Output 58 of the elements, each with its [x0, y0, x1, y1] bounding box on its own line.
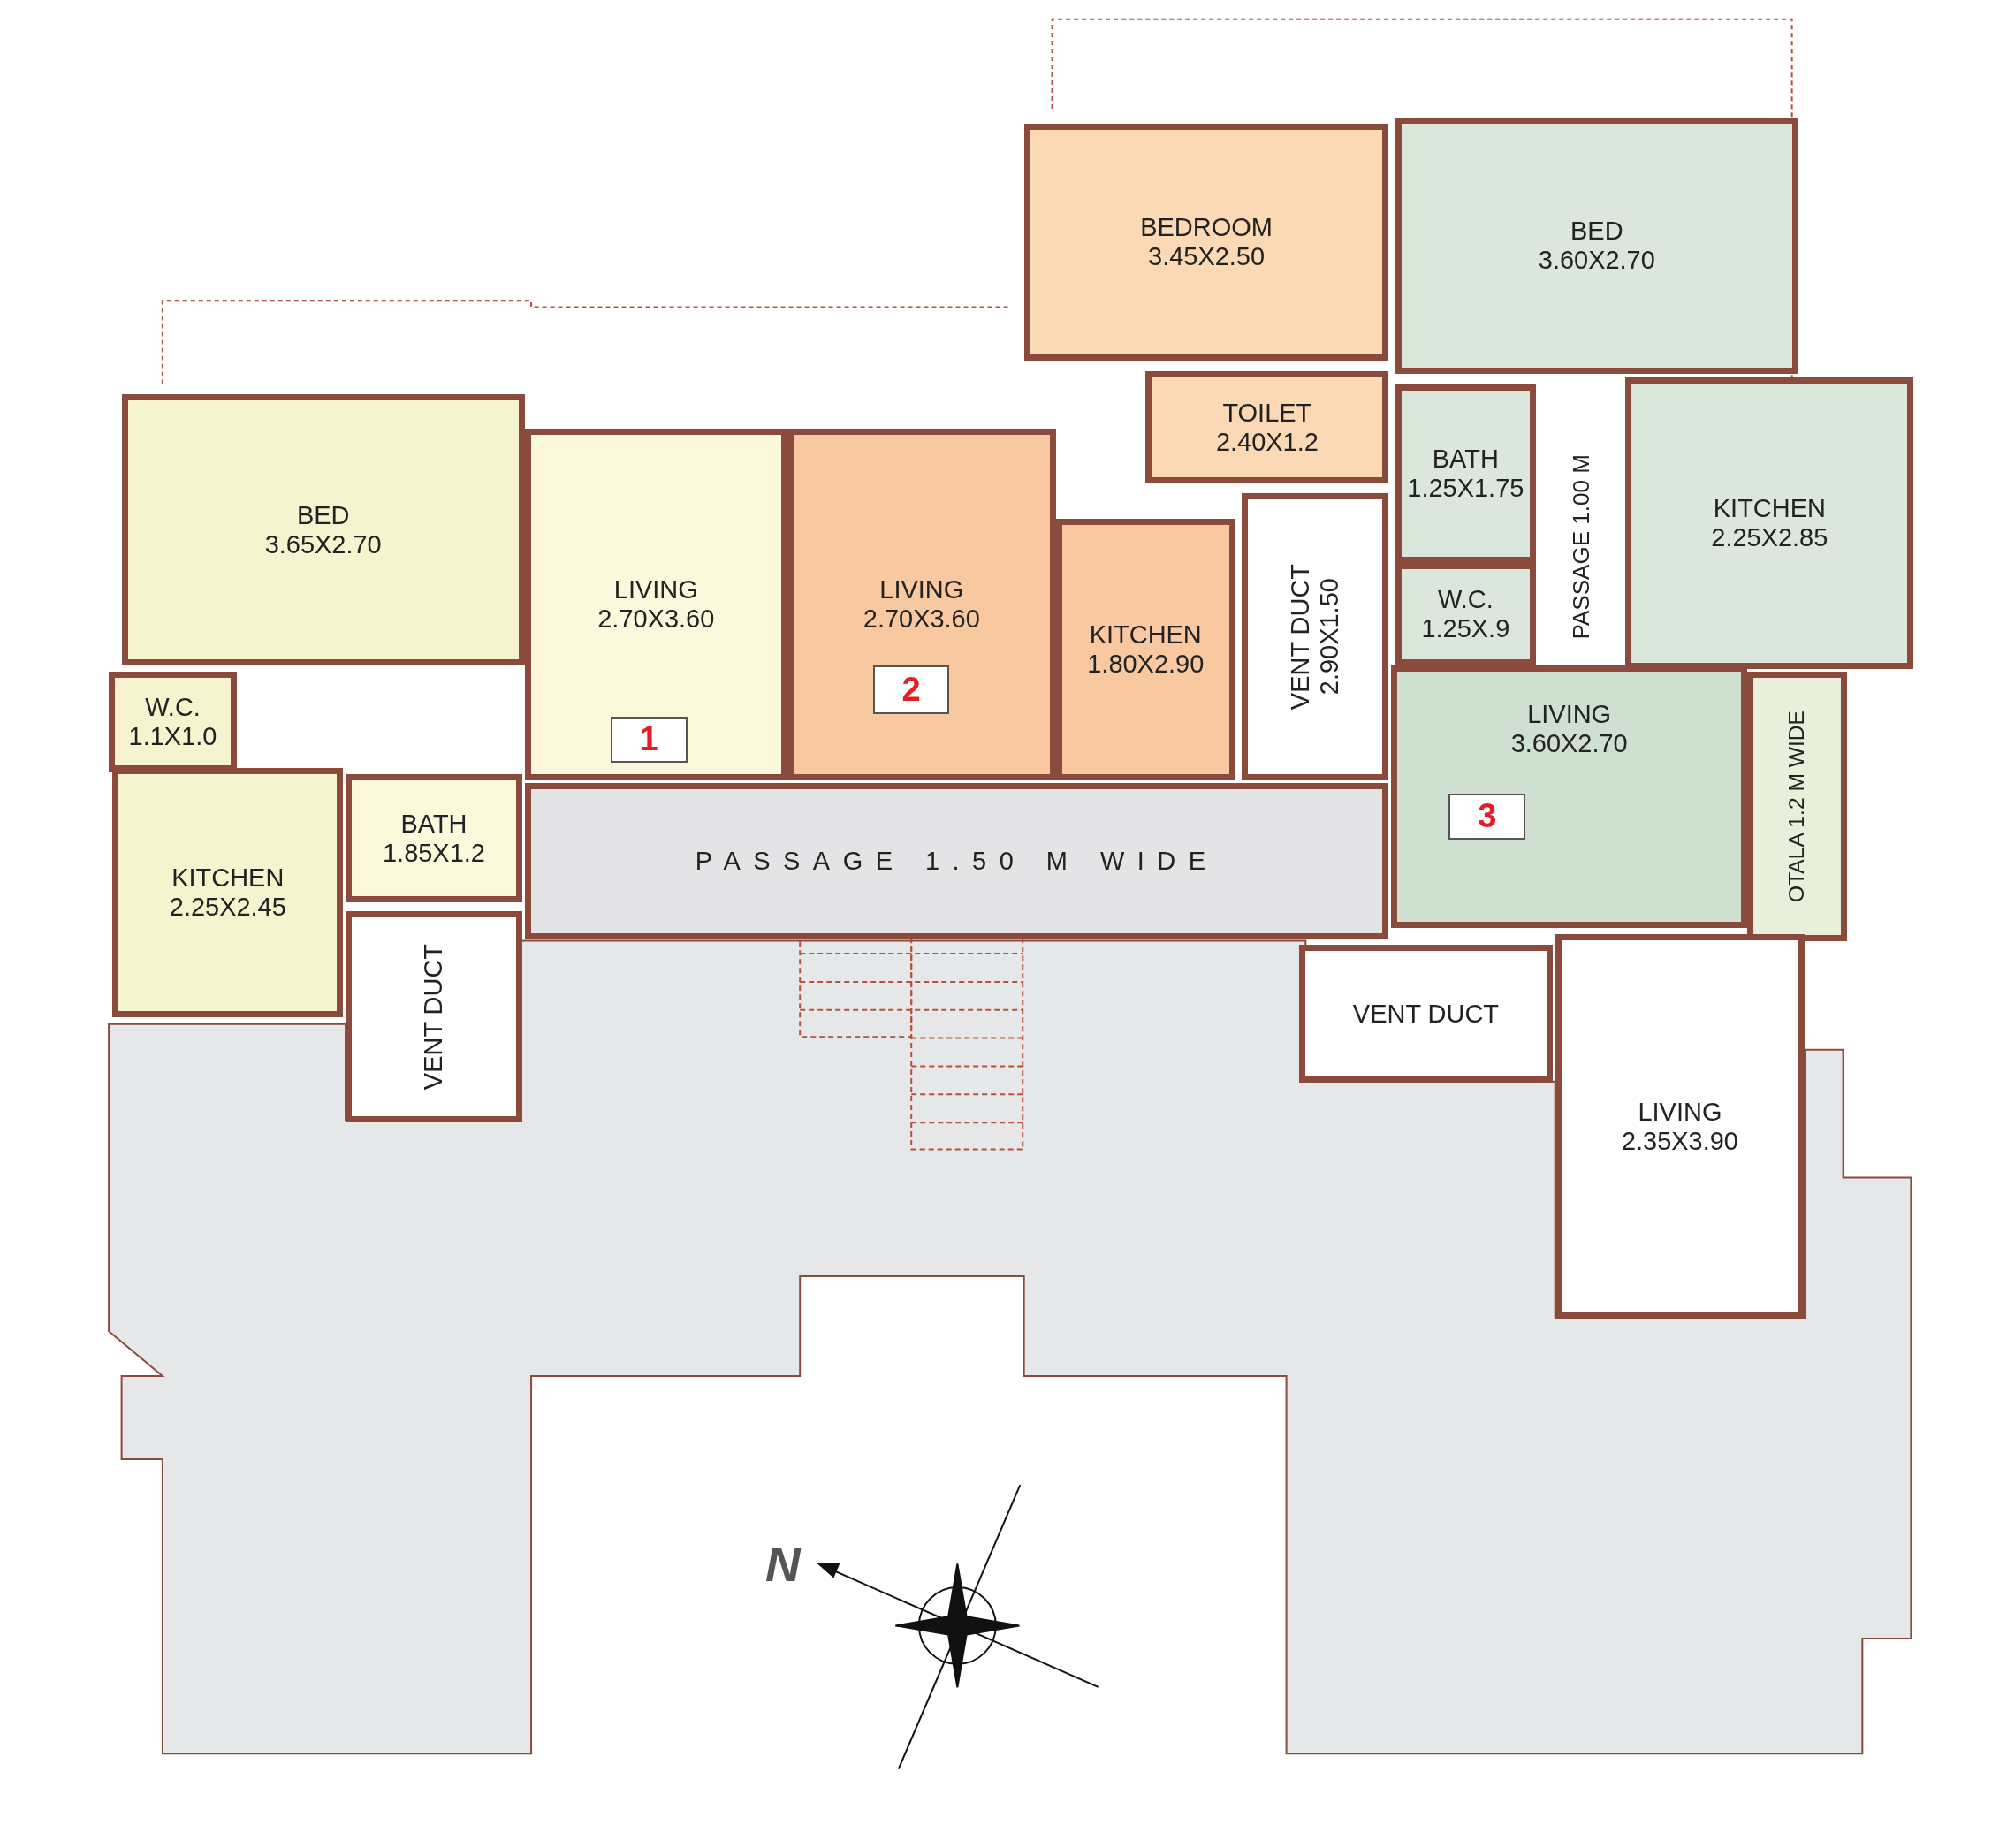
room-name: VENT DUCT	[1286, 563, 1316, 711]
room-name: LIVING	[1527, 700, 1612, 729]
room-size: 3.60X2.70	[1538, 246, 1655, 276]
room-size: 2.40X1.2	[1215, 427, 1319, 457]
room-name: BED	[1570, 217, 1623, 247]
room-size: 2.35X3.90	[1621, 1126, 1738, 1156]
room-name: OTALA 1.2 M WIDE	[1784, 710, 1810, 902]
room	[1555, 934, 1806, 1319]
room-size: 3.65X2.70	[264, 529, 382, 559]
room-size: 2.90X1.50	[1315, 577, 1345, 697]
room	[121, 394, 525, 666]
room-size: 1.85X1.2	[383, 838, 485, 868]
room-name: VENT DUCT	[1352, 999, 1499, 1029]
room-size: 3.60X2.70	[1510, 729, 1628, 758]
room	[346, 774, 522, 903]
room-size: 2.25X2.85	[1711, 523, 1828, 553]
room	[109, 672, 237, 772]
room	[1625, 377, 1914, 670]
vent-duct	[346, 911, 522, 1123]
room	[1055, 518, 1235, 781]
room-name: BATH	[400, 809, 468, 839]
room-size: 1.25X1.75	[1407, 473, 1524, 503]
room	[1023, 124, 1389, 361]
room-size: 2.70X3.60	[597, 605, 715, 635]
unit-number: 2	[872, 665, 950, 714]
unit-number: 3	[1448, 793, 1526, 840]
room	[1391, 665, 1747, 929]
room-name: KITCHEN	[1089, 620, 1202, 650]
room-size: 3.45X2.50	[1148, 242, 1266, 272]
otala-area	[1747, 672, 1847, 941]
room-size: 1.25X.9	[1421, 614, 1510, 644]
vent-duct	[1299, 944, 1553, 1084]
room-size: 1.1X1.0	[128, 721, 217, 751]
room-name: LIVING	[613, 575, 698, 605]
room-name: KITCHEN	[1713, 494, 1826, 524]
room-name: BED	[296, 500, 350, 530]
room-name: BEDROOM	[1140, 213, 1273, 243]
room	[1395, 384, 1536, 564]
room	[1145, 371, 1389, 484]
room-name: LIVING	[1638, 1097, 1722, 1127]
room-name: BATH	[1432, 444, 1499, 474]
north-label: N	[765, 1536, 801, 1593]
room-name: W.C.	[145, 692, 201, 722]
passage-area	[524, 783, 1389, 940]
room-size: 2.25X2.45	[169, 893, 286, 923]
room	[112, 768, 344, 1018]
room-name: W.C.	[1437, 585, 1494, 615]
room-name: LIVING	[879, 575, 964, 605]
room-size: 1.80X2.90	[1087, 650, 1205, 680]
vent-duct	[1241, 492, 1389, 781]
room-name: KITCHEN	[171, 863, 285, 894]
unit-number: 1	[610, 716, 688, 763]
room-size: 2.70X3.60	[863, 605, 980, 635]
room	[1395, 118, 1798, 374]
room-name: TOILET	[1222, 398, 1312, 428]
room-name: VENT DUCT	[419, 944, 449, 1091]
room-name: PASSAGE 1.50 M WIDE	[695, 847, 1219, 877]
passage-label: PASSAGE 1.00 M	[1568, 454, 1596, 640]
